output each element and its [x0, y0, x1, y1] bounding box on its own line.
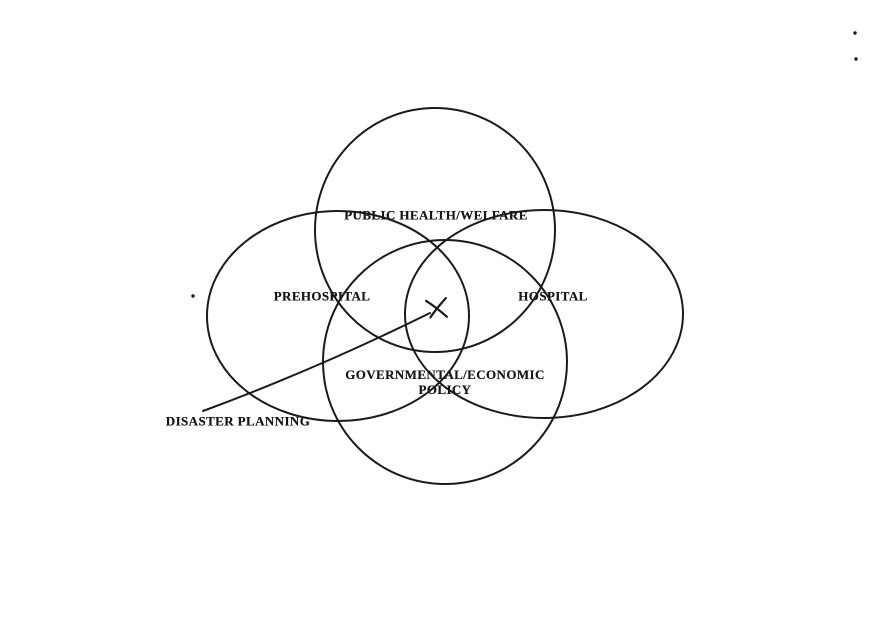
circle-governmental-economic-policy — [322, 239, 568, 485]
disaster-planning-pointer-line — [202, 312, 431, 412]
label-governmental-economic-line1: GOVERNMENTAL/ECONOMIC — [345, 367, 545, 382]
scan-speck-3 — [191, 294, 195, 298]
scan-speck-1 — [853, 31, 857, 35]
label-governmental-economic-policy: GOVERNMENTAL/ECONOMIC POLICY — [345, 367, 545, 397]
scan-speck-2 — [854, 57, 858, 61]
center-x-mark-stroke-2 — [429, 297, 447, 319]
label-policy-line2: POLICY — [418, 382, 472, 397]
label-hospital: HOSPITAL — [518, 288, 588, 304]
label-prehospital: PREHOSPITAL — [273, 288, 371, 304]
label-disaster-planning: DISASTER PLANNING — [165, 413, 311, 429]
circle-public-health-welfare — [314, 107, 556, 353]
circle-hospital — [404, 209, 684, 419]
label-public-health-welfare: PUBLIC HEALTH/WELFARE — [344, 207, 528, 223]
